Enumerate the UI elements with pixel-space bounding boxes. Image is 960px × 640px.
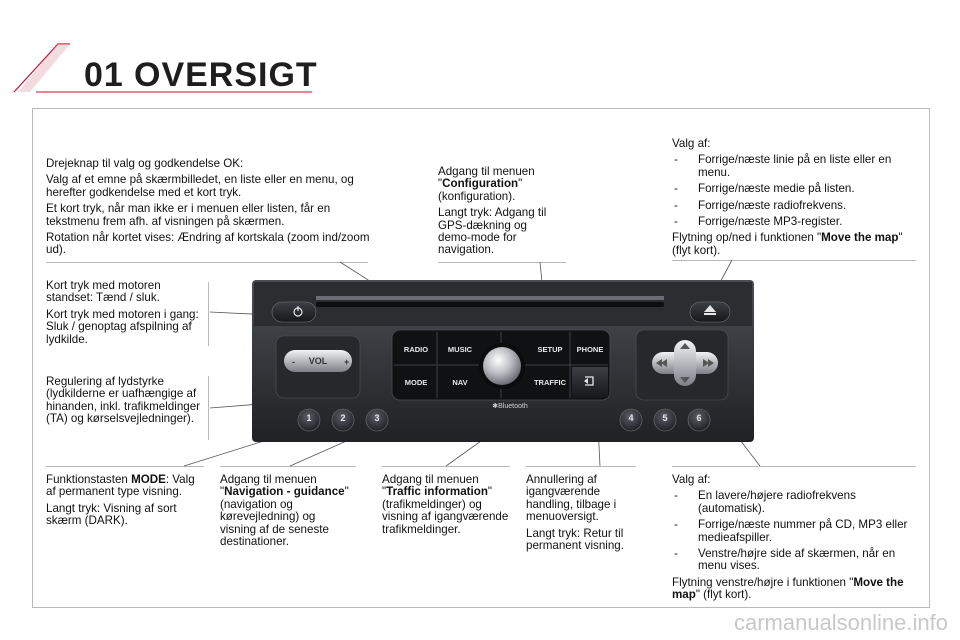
separator [220,466,356,467]
preset-5-label: 5 [662,413,668,423]
back-arrow-icon [585,376,594,386]
cd-slot [316,302,664,307]
power-running-text: Kort tryk med motoren i gang: Sluk / gen… [46,307,199,346]
down-arrow-icon [680,377,690,383]
volume-rocker[interactable] [284,350,352,372]
back-button[interactable] [572,367,608,398]
separator [382,466,510,467]
separator [46,262,368,263]
knob-short-press-text: Et kort tryk, når man ikke er i menuen e… [46,202,331,228]
callout-setup: Adgang til menuen "Configuration" (konfi… [438,165,556,261]
seek-back-icon [656,359,662,367]
nav-text: Adgang til menuen "Navigation - guidance… [220,473,349,549]
separator [208,376,209,440]
svg-text:-: - [292,357,295,367]
chapter-number: 01 [84,56,124,94]
knob-select-text: Valg af et emne på skærmbilledet, en lis… [46,173,354,199]
phone-button-label[interactable]: PHONE [576,345,604,354]
callout-arrows-side: Valg af: -En lavere/højere radiofrekvens… [672,473,917,606]
traffic-text: Adgang til menuen "Traffic information" … [382,473,509,536]
separator [526,466,636,467]
separator [672,260,916,261]
preset-button[interactable] [365,408,389,432]
callout-nav: Adgang til menuen "Navigation - guidance… [220,473,354,552]
list-item: -Forrige/næste nummer på CD, MP3 eller m… [674,518,908,544]
setup-long-press-text: Langt tryk: Adgang til GPS-dækning og de… [438,206,547,257]
power-stopped-text: Kort tryk med motoren standset: Tænd / s… [46,279,161,305]
content-frame [32,108,930,608]
arrows-up-heading: Valg af: [672,137,711,150]
list-item: -Forrige/næste medie på listen. [674,182,855,196]
mode-long-press-text: Langt tryk: Visning af sort skærm (DARK)… [46,501,177,528]
music-button-label[interactable]: MUSIC [447,345,473,354]
separator [208,282,209,346]
bluetooth-label: ✱Bluetooth [492,403,528,410]
callout-back: Annullering af igangværende handling, ti… [526,473,638,556]
preset-button[interactable] [297,408,321,432]
preset-2-label: 2 [340,413,346,423]
watermark: carmanualsonline.info [733,610,948,635]
ok-knob[interactable] [483,347,521,385]
callout-traffic: Adgang til menuen "Traffic information" … [382,473,510,540]
callout-arrows-up-down: Valg af: -Forrige/næste linie på en list… [672,137,917,261]
bluetooth-icon: ✱ [492,403,499,410]
callout-power: Kort tryk med motoren standset: Tænd / s… [46,279,206,350]
arrows-side-footer: Flytning venstre/højre i funktionen "Mov… [672,575,904,602]
header-decoration [13,43,312,93]
arrows-side-heading: Valg af: [672,473,711,486]
callout-mode: Funktionstasten MODE: Valg af permanent … [46,473,202,532]
list-item: -En lavere/højere radiofrekvens (automat… [674,489,856,515]
separator [438,262,566,263]
volume-text: Regulering af lydstyrke (lydkilderne er … [46,375,201,426]
up-arrow-icon [680,343,690,349]
list-item: -Venstre/højre side af skærmen, når en m… [674,547,896,573]
volume-label: VOL [308,356,328,366]
back-long-press-text: Langt tryk: Retur til permanent visning. [526,526,624,553]
separator [672,466,916,467]
preset-3-label: 3 [374,413,380,423]
arrows-up-footer: Flytning op/ned i funktionen "Move the m… [672,231,903,257]
callout-knob: Drejeknap til valg og godkendelse OK: Va… [46,157,376,261]
preset-4-label: 4 [628,413,634,423]
preset-button[interactable] [619,408,643,432]
preset-6-label: 6 [696,413,702,423]
nav-button-label[interactable]: NAV [452,378,468,387]
mode-button-label[interactable]: MODE [404,378,428,387]
setup-button-label[interactable]: SETUP [537,345,563,354]
radio-button-label[interactable]: RADIO [403,345,429,354]
traffic-button-label[interactable]: TRAFFIC [533,378,567,387]
seek-forward-icon [708,359,714,367]
back-text: Annullering af igangværende handling, ti… [526,473,617,524]
mode-text: Funktionstasten MODE: Valg af permanent … [46,473,195,499]
knob-rotation-text: Rotation når kortet vises: Ændring af ko… [46,231,370,257]
preset-button[interactable] [687,408,711,432]
preset-button[interactable] [331,408,355,432]
list-item: -Forrige/næste MP3-register. [674,215,843,229]
eject-icon [704,305,716,312]
callout-volume: Regulering af lydstyrke (lydkilderne er … [46,375,206,430]
separator [46,466,204,467]
chapter-title: OVERSIGT [134,56,318,94]
svg-text:+: + [344,357,349,367]
knob-heading: Drejeknap til valg og godkendelse OK: [46,157,244,170]
up-down-rocker[interactable] [674,340,696,386]
setup-menu-text: Adgang til menuen "Configuration" (konfi… [438,165,535,203]
preset-button[interactable] [653,408,677,432]
list-item: -Forrige/næste radiofrekvens. [674,198,847,212]
preset-1-label: 1 [306,413,312,423]
list-item: -Forrige/næste linie på en liste eller e… [674,153,892,179]
